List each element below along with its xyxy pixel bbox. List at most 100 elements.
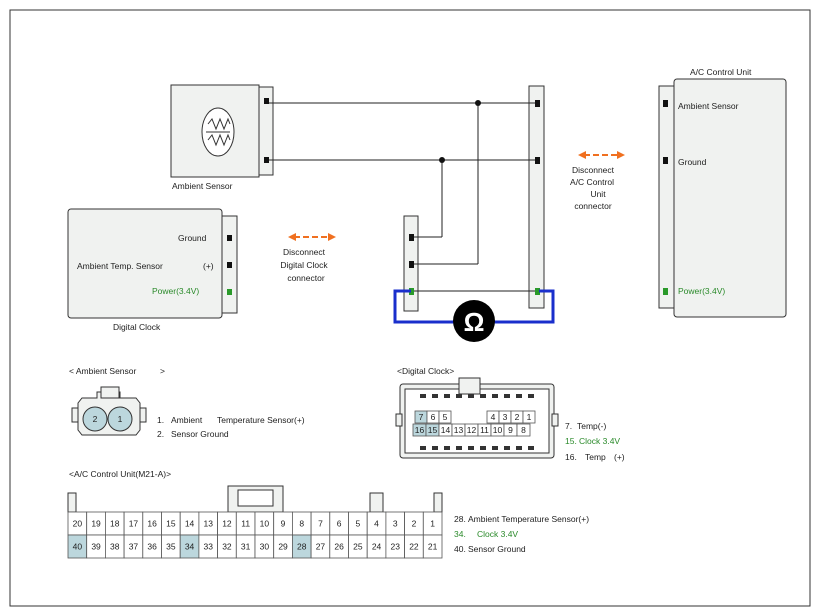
ac-control-unit-box — [658, 78, 787, 318]
disconnect-ac-note-line2: A/C Control — [570, 177, 614, 187]
terminal-notch — [516, 394, 522, 398]
diagram-frame — [9, 9, 811, 607]
ambient-connector-title-end: > — [160, 366, 165, 376]
ambient-legend-2-num: 2. — [157, 429, 165, 439]
ac-pin-ground: Ground — [678, 157, 707, 167]
pin-number: 7 — [419, 412, 424, 422]
pin-number: 5 — [355, 519, 360, 529]
ambient-legend-1-text: Ambient — [171, 415, 203, 425]
ac-legend-34-text: Clock 3.4V — [477, 529, 519, 539]
pin-cell — [438, 410, 452, 424]
pin-number: 7 — [318, 519, 323, 529]
ac-connector-title: <A/C Control Unit(M21-A)> — [69, 469, 172, 479]
pin-number: 4 — [491, 412, 496, 422]
pin-number: 13 — [454, 425, 464, 435]
terminal-notch — [444, 446, 450, 450]
terminal-notch — [432, 446, 438, 450]
wires — [269, 102, 535, 292]
ambient-sensor-label: Ambient Sensor — [172, 181, 233, 191]
disconnect-arrow-icon — [578, 151, 625, 159]
pin-number: 1 — [430, 519, 435, 529]
pin-cell — [422, 534, 443, 559]
pin-number: 14 — [185, 519, 195, 529]
pin-number: 2 — [412, 519, 417, 529]
pin-number: 18 — [110, 519, 120, 529]
pin-number: 10 — [493, 425, 503, 435]
pin-number: 9 — [508, 425, 513, 435]
ambient-pin-1: 1 — [117, 414, 123, 424]
terminal-notch — [480, 394, 486, 398]
ambient-legend-1-text2: Temperature Sensor(+) — [217, 415, 305, 425]
terminal-notch — [492, 394, 498, 398]
pin-number: 11 — [241, 519, 250, 529]
clock-pin-power: Power(3.4V) — [152, 286, 200, 296]
pin-number: 3 — [503, 412, 508, 422]
clock-legend-16-num: 16. — [565, 452, 577, 462]
pin-number: 13 — [204, 519, 214, 529]
ac-legend-28-text: Ambient Temperature Sensor(+) — [468, 514, 590, 524]
pin-number: 22 — [409, 542, 419, 552]
terminal-notch — [432, 394, 438, 398]
pin-number: 31 — [241, 542, 251, 552]
ohm-symbol: Ω — [464, 307, 485, 337]
pin-number: 1 — [527, 412, 532, 422]
terminal-notch — [480, 446, 486, 450]
disconnect-ac-note-line1: Disconnect — [571, 165, 615, 175]
ac-pin-ambient-sensor: Ambient Sensor — [678, 101, 739, 111]
clock-pin-plus: (+) — [203, 261, 214, 271]
pin-number: 5 — [443, 412, 448, 422]
pin-cell — [516, 423, 531, 437]
pin-number: 30 — [260, 542, 270, 552]
pin-number: 6 — [337, 519, 342, 529]
pin-number: 39 — [91, 542, 101, 552]
clock-legend-16-text: Temp — [585, 452, 606, 462]
pin-number: 27 — [316, 542, 326, 552]
clock-legend-15-text: Clock 3.4V — [579, 436, 621, 446]
terminal-notch — [504, 446, 510, 450]
pin-number: 8 — [299, 519, 304, 529]
clock-pin-ambient-temp: Ambient Temp. Sensor — [77, 261, 163, 271]
pin-number: 14 — [441, 425, 451, 435]
terminal-notch — [468, 394, 474, 398]
pin-number: 20 — [73, 519, 83, 529]
pin-number: 11 — [480, 425, 489, 435]
disconnect-ac-note-line4: connector — [574, 201, 612, 211]
pin-number: 15 — [428, 425, 438, 435]
pin-number: 34 — [185, 542, 195, 552]
pin-number: 8 — [521, 425, 526, 435]
splice-point — [475, 100, 481, 106]
pin-number: 40 — [73, 542, 83, 552]
clock-connector-title: <Digital Clock> — [397, 366, 455, 376]
clock-legend-15-num: 15. — [565, 436, 577, 446]
terminal-notch — [468, 446, 474, 450]
pin-number: 15 — [166, 519, 176, 529]
disconnect-clock-note-line3: connector — [287, 273, 325, 283]
ambient-connector-title: < Ambient Sensor — [69, 366, 137, 376]
terminal-notch — [456, 394, 462, 398]
disconnect-ac-note-line3: Unit — [590, 189, 606, 199]
ambient-legend-1-num: 1. — [157, 415, 165, 425]
pin-number: 29 — [278, 542, 288, 552]
pin-number: 25 — [353, 542, 363, 552]
disconnect-clock-note-line1: Disconnect — [282, 247, 326, 257]
terminal-notch — [456, 446, 462, 450]
pin-number: 12 — [222, 519, 232, 529]
ambient-sensor-box — [170, 84, 274, 178]
pin-number: 33 — [204, 542, 214, 552]
ac-control-unit-title: A/C Control Unit — [690, 67, 752, 77]
disconnect-arrow-icon — [288, 233, 336, 241]
pin-cell — [522, 410, 536, 424]
harness-connectors — [403, 85, 545, 312]
pin-number: 32 — [222, 542, 232, 552]
terminal-notch — [528, 446, 534, 450]
digital-clock-label: Digital Clock — [113, 322, 161, 332]
ohmmeter-icon — [453, 300, 495, 342]
ambient-connector-view — [71, 386, 147, 436]
ac-connector-view — [67, 485, 443, 513]
ac-legend-34-num: 34. — [454, 529, 466, 539]
pin-number: 4 — [374, 519, 379, 529]
pin-number: 35 — [166, 542, 176, 552]
